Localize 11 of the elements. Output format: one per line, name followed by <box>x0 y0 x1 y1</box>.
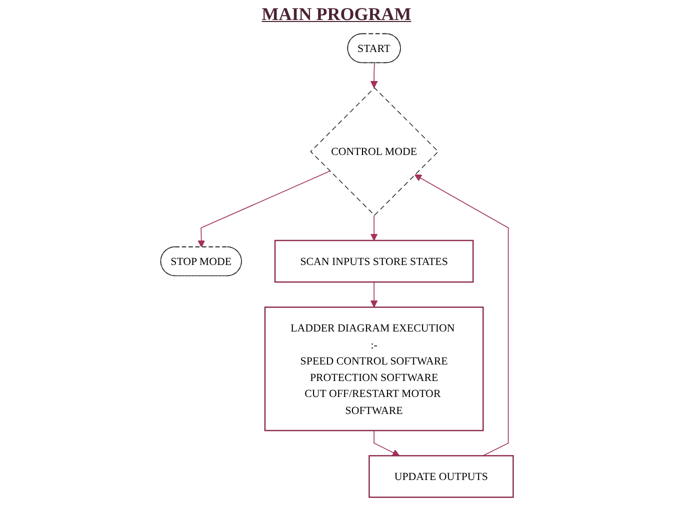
arrow <box>373 430 400 456</box>
diagram-title: MAIN PROGRAM <box>260 4 412 25</box>
node-diamond: CONTROL MODE <box>310 87 438 216</box>
arrow <box>370 62 378 88</box>
node-box: UPDATE OUTPUTS <box>368 455 514 498</box>
node-box: LADDER DIAGRAM EXECUTION :- SPEED CONTROL SOFTWARE PROTECTION SOFTWARE CUT OFF/RESTART MOTOR SOFTWARE <box>264 306 484 432</box>
arrow <box>197 170 330 248</box>
arrow <box>414 174 508 456</box>
node-box: SCAN INPUTS STORE STATES <box>274 240 474 283</box>
arrow <box>370 214 378 241</box>
arrow <box>370 282 378 308</box>
